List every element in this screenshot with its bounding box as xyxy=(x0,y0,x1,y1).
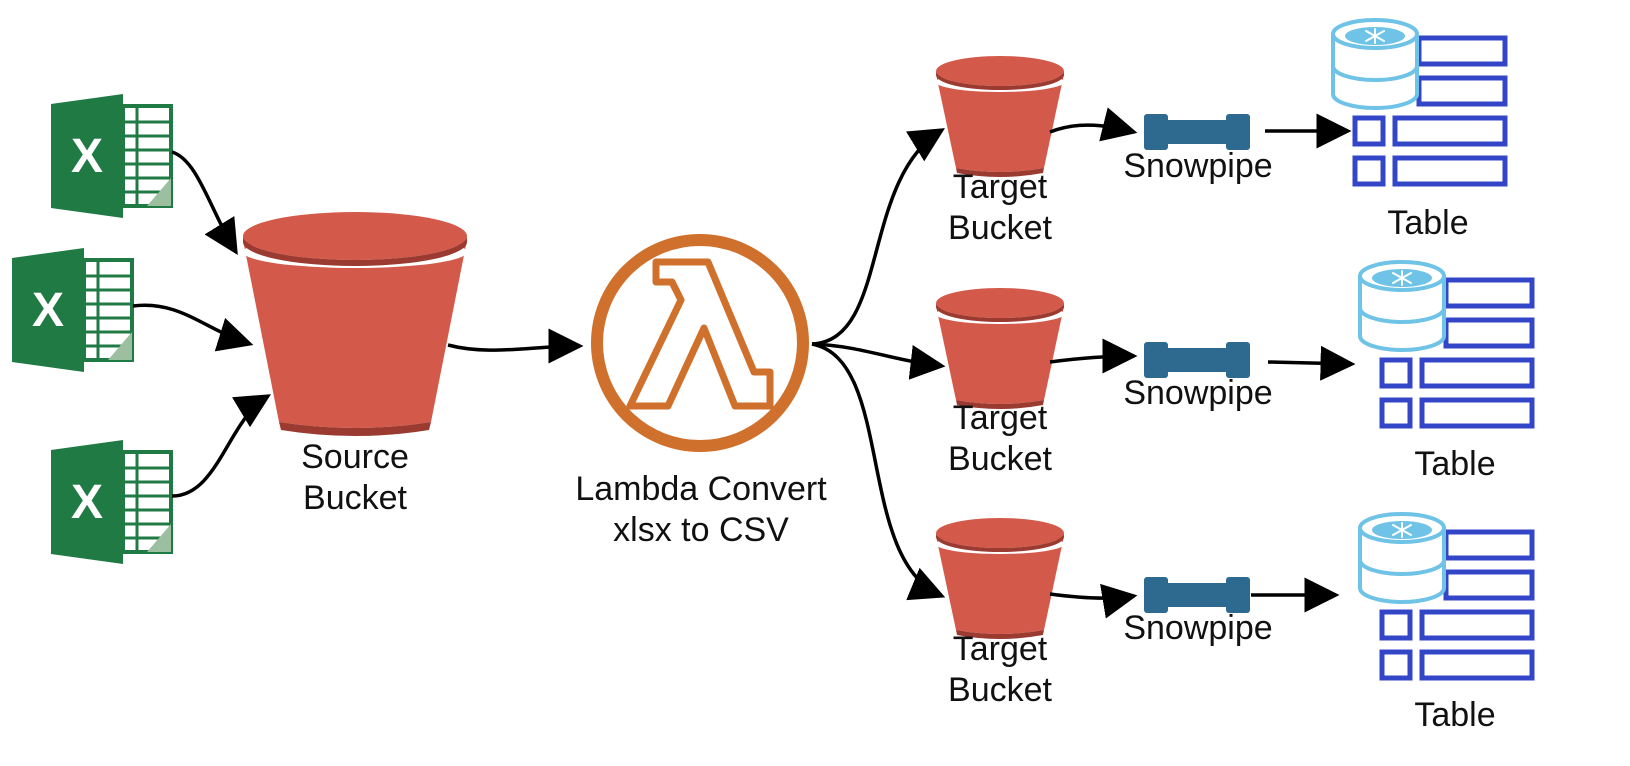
excel-file-icon: X xyxy=(49,92,173,220)
excel-file-icon: X xyxy=(10,246,134,374)
target-bucket-label-line2: Bucket xyxy=(948,671,1052,709)
snowpipe-icon xyxy=(1144,114,1250,150)
target-bucket-label-line1: Target xyxy=(953,630,1048,668)
table-icon xyxy=(1333,20,1505,184)
target-bucket-icon xyxy=(936,288,1064,409)
connector-arrow xyxy=(1049,583,1138,619)
snowpipe-icon xyxy=(1144,577,1250,613)
target-bucket-label-line2: Bucket xyxy=(948,209,1052,247)
connector-arrow xyxy=(811,128,945,346)
lambda-icon xyxy=(591,234,809,452)
connector-arrow xyxy=(811,342,946,380)
table-label: Table xyxy=(1414,445,1495,483)
lambda-label-line1: Lambda Convert xyxy=(575,470,827,508)
table-label: Table xyxy=(1414,696,1495,734)
lambda-label-line2: xlsx to CSV xyxy=(613,511,789,549)
target-bucket-label-line1: Target xyxy=(953,168,1048,206)
svg-text:X: X xyxy=(32,284,64,337)
target-bucket-label-line1: Target xyxy=(953,399,1048,437)
connector-arrow xyxy=(811,342,946,601)
table-icon xyxy=(1360,262,1532,426)
connector-arrow xyxy=(1049,338,1138,374)
target-bucket-icon xyxy=(936,518,1064,639)
source-bucket-label-line2: Bucket xyxy=(303,479,407,517)
snowpipe-label: Snowpipe xyxy=(1123,609,1272,647)
connector-arrow xyxy=(1267,345,1356,381)
snowpipe-label: Snowpipe xyxy=(1123,147,1272,185)
connector-arrow xyxy=(1049,107,1138,142)
source-bucket-icon xyxy=(243,212,467,436)
target-bucket-icon xyxy=(936,56,1064,177)
table-label: Table xyxy=(1387,204,1468,242)
excel-file-icon: X xyxy=(49,438,173,566)
snowpipe-icon xyxy=(1144,342,1250,378)
connector-arrow xyxy=(132,303,254,352)
connector-arrow xyxy=(171,150,238,255)
source-bucket-label-line1: Source xyxy=(301,438,409,476)
snowpipe-label: Snowpipe xyxy=(1123,374,1272,412)
target-bucket-label-line2: Bucket xyxy=(948,440,1052,478)
table-icon xyxy=(1360,514,1532,678)
svg-text:X: X xyxy=(71,130,103,183)
connector-arrow xyxy=(171,394,271,498)
connector-arrow xyxy=(447,328,584,364)
svg-text:X: X xyxy=(71,476,103,529)
